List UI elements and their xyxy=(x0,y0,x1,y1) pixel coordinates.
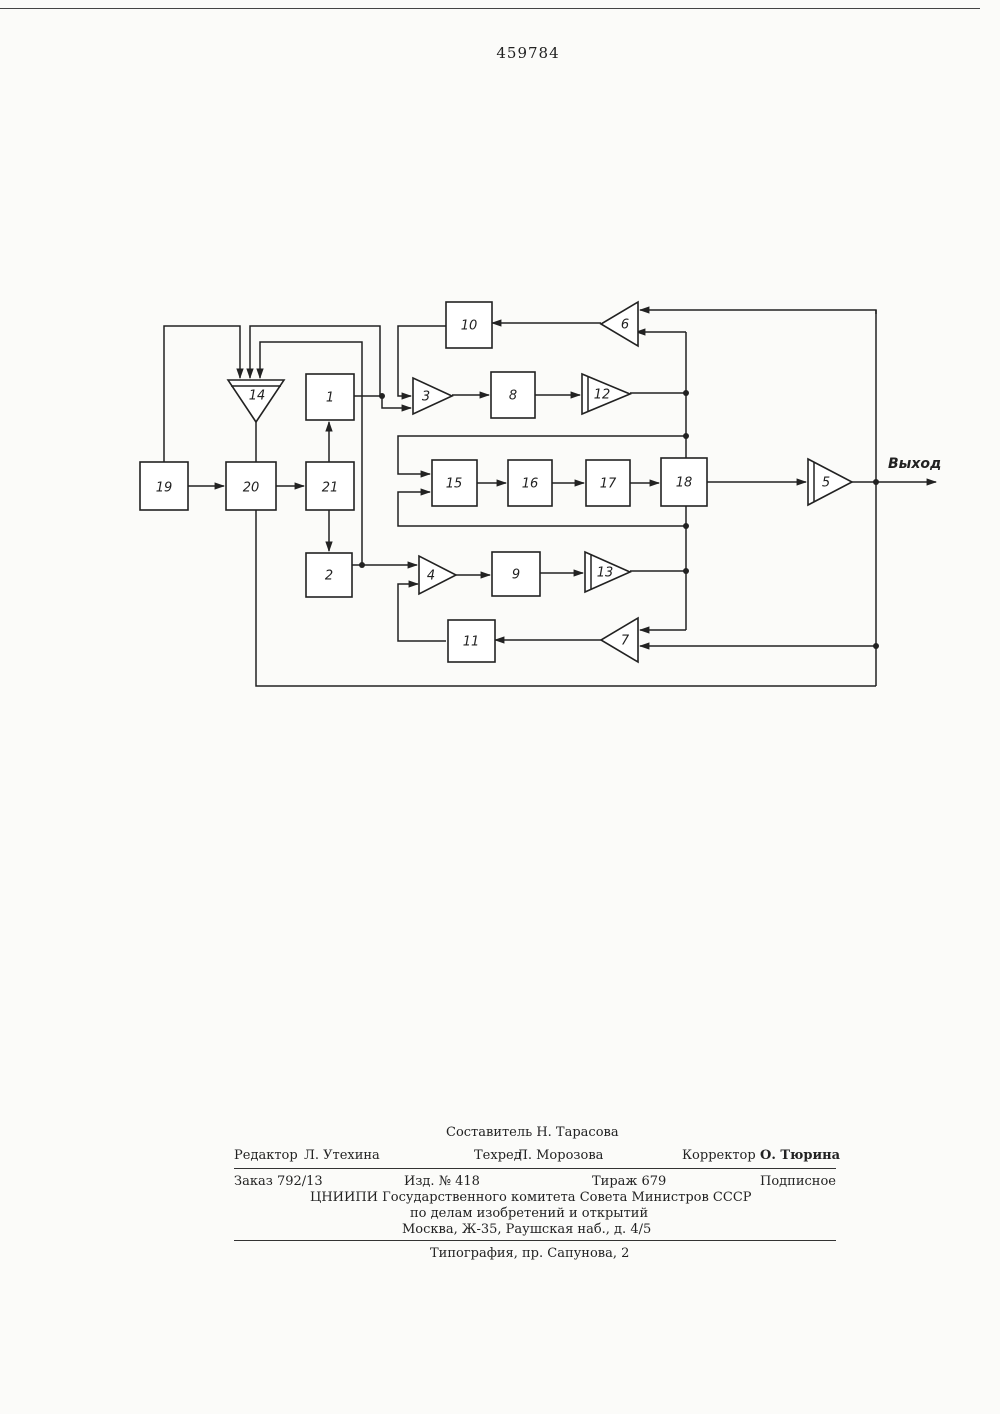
amplifier-13: 13 xyxy=(585,552,630,592)
block-11: 11 xyxy=(448,620,495,662)
block-11-label: 11 xyxy=(463,635,480,650)
editor-name: Л. Утехина xyxy=(304,1148,380,1163)
editor-role: Редактор xyxy=(234,1148,298,1163)
block-8: 8 xyxy=(491,372,535,418)
corrector-name: О. Тюрина xyxy=(760,1148,840,1163)
block-2: 2 xyxy=(306,553,352,597)
printer: Типография, пр. Сапунова, 2 xyxy=(430,1246,629,1261)
block-2-label: 2 xyxy=(325,569,333,584)
block-15-label: 15 xyxy=(446,477,463,492)
amplifier-7-label: 7 xyxy=(621,634,630,649)
block-16: 16 xyxy=(508,460,552,506)
imprint-rule-bottom xyxy=(234,1240,836,1241)
issue-number: Изд. № 418 xyxy=(404,1174,480,1189)
block-17: 17 xyxy=(586,460,630,506)
amplifier-4: 4 xyxy=(419,556,456,594)
block-10-label: 10 xyxy=(461,319,478,334)
block-18: 18 xyxy=(661,458,707,506)
block-18-label: 18 xyxy=(676,476,693,491)
block-9-label: 9 xyxy=(512,568,520,583)
amplifier-5: 5 xyxy=(808,459,852,505)
output-label: Выход xyxy=(888,456,941,472)
amplifier-4-label: 4 xyxy=(427,569,435,584)
block-1-label: 1 xyxy=(326,391,334,406)
amplifier-3: 3 xyxy=(413,378,452,414)
block-17-label: 17 xyxy=(600,477,617,492)
block-21-label: 21 xyxy=(322,481,339,496)
block-20-label: 20 xyxy=(243,481,260,496)
amplifier-13-label: 13 xyxy=(597,566,614,581)
amplifier-5-label: 5 xyxy=(822,476,830,491)
amplifier-6-label: 6 xyxy=(621,318,629,333)
compiler-line: Составитель Н. Тарасова xyxy=(446,1125,619,1140)
amplifier-14: 14 xyxy=(228,380,284,422)
org-line-2: по делам изобретений и открытий xyxy=(410,1206,648,1221)
imprint-rule-top xyxy=(234,1168,836,1169)
org-line-1: ЦНИИПИ Государственного комитета Совета … xyxy=(310,1190,752,1205)
block-15: 15 xyxy=(432,460,477,506)
amplifier-7: 7 xyxy=(601,618,638,662)
block-9: 9 xyxy=(492,552,540,596)
amplifier-12-label: 12 xyxy=(594,388,611,403)
amplifier-6: 6 xyxy=(601,302,638,346)
order-number: Заказ 792/13 xyxy=(234,1174,323,1189)
circulation: Тираж 679 xyxy=(592,1174,666,1189)
block-1: 1 xyxy=(306,374,354,420)
address: Москва, Ж-35, Раушская наб., д. 4/5 xyxy=(402,1222,651,1237)
amplifier-3-label: 3 xyxy=(422,390,430,405)
block-19: 19 xyxy=(140,462,188,510)
amplifier-14-label: 14 xyxy=(249,389,266,404)
block-20: 20 xyxy=(226,462,276,510)
block-16-label: 16 xyxy=(522,477,539,492)
block-21: 21 xyxy=(306,462,354,510)
techred-name: Л. Морозова xyxy=(517,1148,603,1163)
block-19-label: 19 xyxy=(156,481,173,496)
junction-dots xyxy=(359,390,879,649)
subscription: Подписное xyxy=(760,1174,836,1189)
techred-role: Техред xyxy=(474,1148,522,1163)
corrector-role: Корректор xyxy=(682,1148,756,1163)
block-8-label: 8 xyxy=(509,389,517,404)
amplifier-12: 12 xyxy=(582,374,630,414)
block-10: 10 xyxy=(446,302,492,348)
